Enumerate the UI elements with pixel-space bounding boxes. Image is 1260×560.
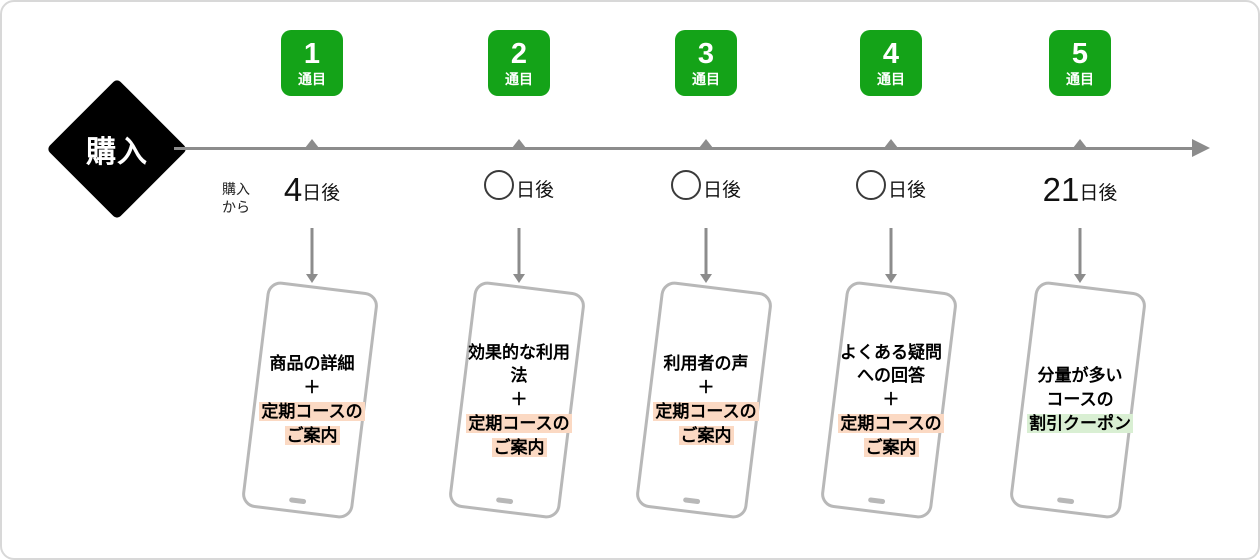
day-label: 4日後 [202, 170, 422, 210]
message-text: 分量が多い コースの 割引クーポン [970, 286, 1190, 514]
down-arrow-line [517, 228, 521, 274]
message-body: よくある疑問 への回答 ＋ [840, 342, 942, 410]
message-text: 利用者の声 ＋ 定期コースの ご案内 [596, 286, 816, 514]
down-arrow-line [889, 228, 893, 274]
day-number: 21 [1042, 171, 1080, 208]
step-unit-label: 通目 [1066, 71, 1094, 87]
down-arrow-line [1078, 228, 1082, 274]
promo-highlight: 割引クーポン [1027, 413, 1133, 433]
day-label: 日後 [596, 170, 816, 202]
step-number-label: 1 [303, 38, 321, 70]
day-number: 4 [283, 171, 303, 208]
step-unit-label: 通目 [298, 71, 326, 87]
step-number-label: 3 [697, 38, 715, 70]
step-number-label: 5 [1071, 38, 1089, 70]
timeline-tick-icon [1073, 139, 1087, 148]
message-text: 効果的な利用 法 ＋ 定期コースの ご案内 [409, 286, 629, 514]
down-arrow-icon [513, 274, 525, 283]
step-column-1: 1 通目 4日後 商品の詳細 ＋ 定期コースの ご案内 [202, 2, 422, 558]
step-column-4: 4 通目 日後 よくある疑問 への回答 ＋ 定期コースの ご案内 [781, 2, 1001, 558]
promo-highlight: 定期コースの ご案内 [466, 413, 572, 457]
timeline-arrowhead-icon [1192, 139, 1210, 157]
step-column-3: 3 通目 日後 利用者の声 ＋ 定期コースの ご案内 [596, 2, 816, 558]
day-suffix: 日後 [702, 180, 741, 201]
step-column-5: 5 通目 21日後 分量が多い コースの 割引クーポン [970, 2, 1190, 558]
down-arrow-line [704, 228, 708, 274]
purchase-label: 購入 [86, 136, 148, 169]
message-body: 利用者の声 ＋ [663, 354, 749, 398]
step-column-2: 2 通目 日後 効果的な利用 法 ＋ 定期コースの ご案内 [409, 2, 629, 558]
down-arrow-icon [306, 274, 318, 283]
step-unit-label: 通目 [877, 71, 905, 87]
step-number-label: 2 [510, 38, 528, 70]
promo-highlight: 定期コースの ご案内 [259, 402, 365, 445]
message-body: 商品の詳細 ＋ [269, 354, 355, 398]
timeline-tick-icon [884, 139, 898, 148]
step-badge: 4 通目 [860, 30, 922, 96]
timeline-tick-icon [512, 139, 526, 148]
down-arrow-line [310, 228, 314, 274]
day-label: 21日後 [970, 170, 1190, 210]
day-circle-icon [483, 170, 514, 200]
message-body: 分量が多い コースの [1037, 366, 1123, 410]
day-suffix: 日後 [302, 183, 341, 204]
day-suffix: 日後 [515, 180, 554, 201]
timeline-tick-icon [699, 139, 713, 148]
step-badge: 1 通目 [281, 30, 343, 96]
origin-note: 購入 から [222, 181, 250, 216]
day-circle-icon [855, 170, 886, 200]
step-unit-label: 通目 [505, 71, 533, 87]
message-body: 効果的な利用 法 ＋ [468, 342, 570, 410]
promo-highlight: 定期コースの ご案内 [838, 413, 944, 457]
down-arrow-icon [885, 274, 897, 283]
message-text: 商品の詳細 ＋ 定期コースの ご案内 [202, 286, 422, 514]
step-badge: 5 通目 [1049, 30, 1111, 96]
day-circle-icon [670, 170, 701, 200]
step-badge: 3 通目 [675, 30, 737, 96]
timeline-tick-icon [305, 139, 319, 148]
promo-highlight: 定期コースの ご案内 [653, 402, 759, 445]
purchase-diamond: 購入 [46, 78, 188, 220]
step-unit-label: 通目 [692, 71, 720, 87]
step-badge: 2 通目 [488, 30, 550, 96]
down-arrow-icon [1074, 274, 1086, 283]
step-number-label: 4 [882, 38, 900, 70]
down-arrow-icon [700, 274, 712, 283]
day-suffix: 日後 [887, 180, 926, 201]
day-label: 日後 [409, 170, 629, 202]
day-suffix: 日後 [1079, 183, 1118, 204]
day-label: 日後 [781, 170, 1001, 202]
timeline-arrow [174, 147, 1194, 150]
message-text: よくある疑問 への回答 ＋ 定期コースの ご案内 [781, 286, 1001, 514]
